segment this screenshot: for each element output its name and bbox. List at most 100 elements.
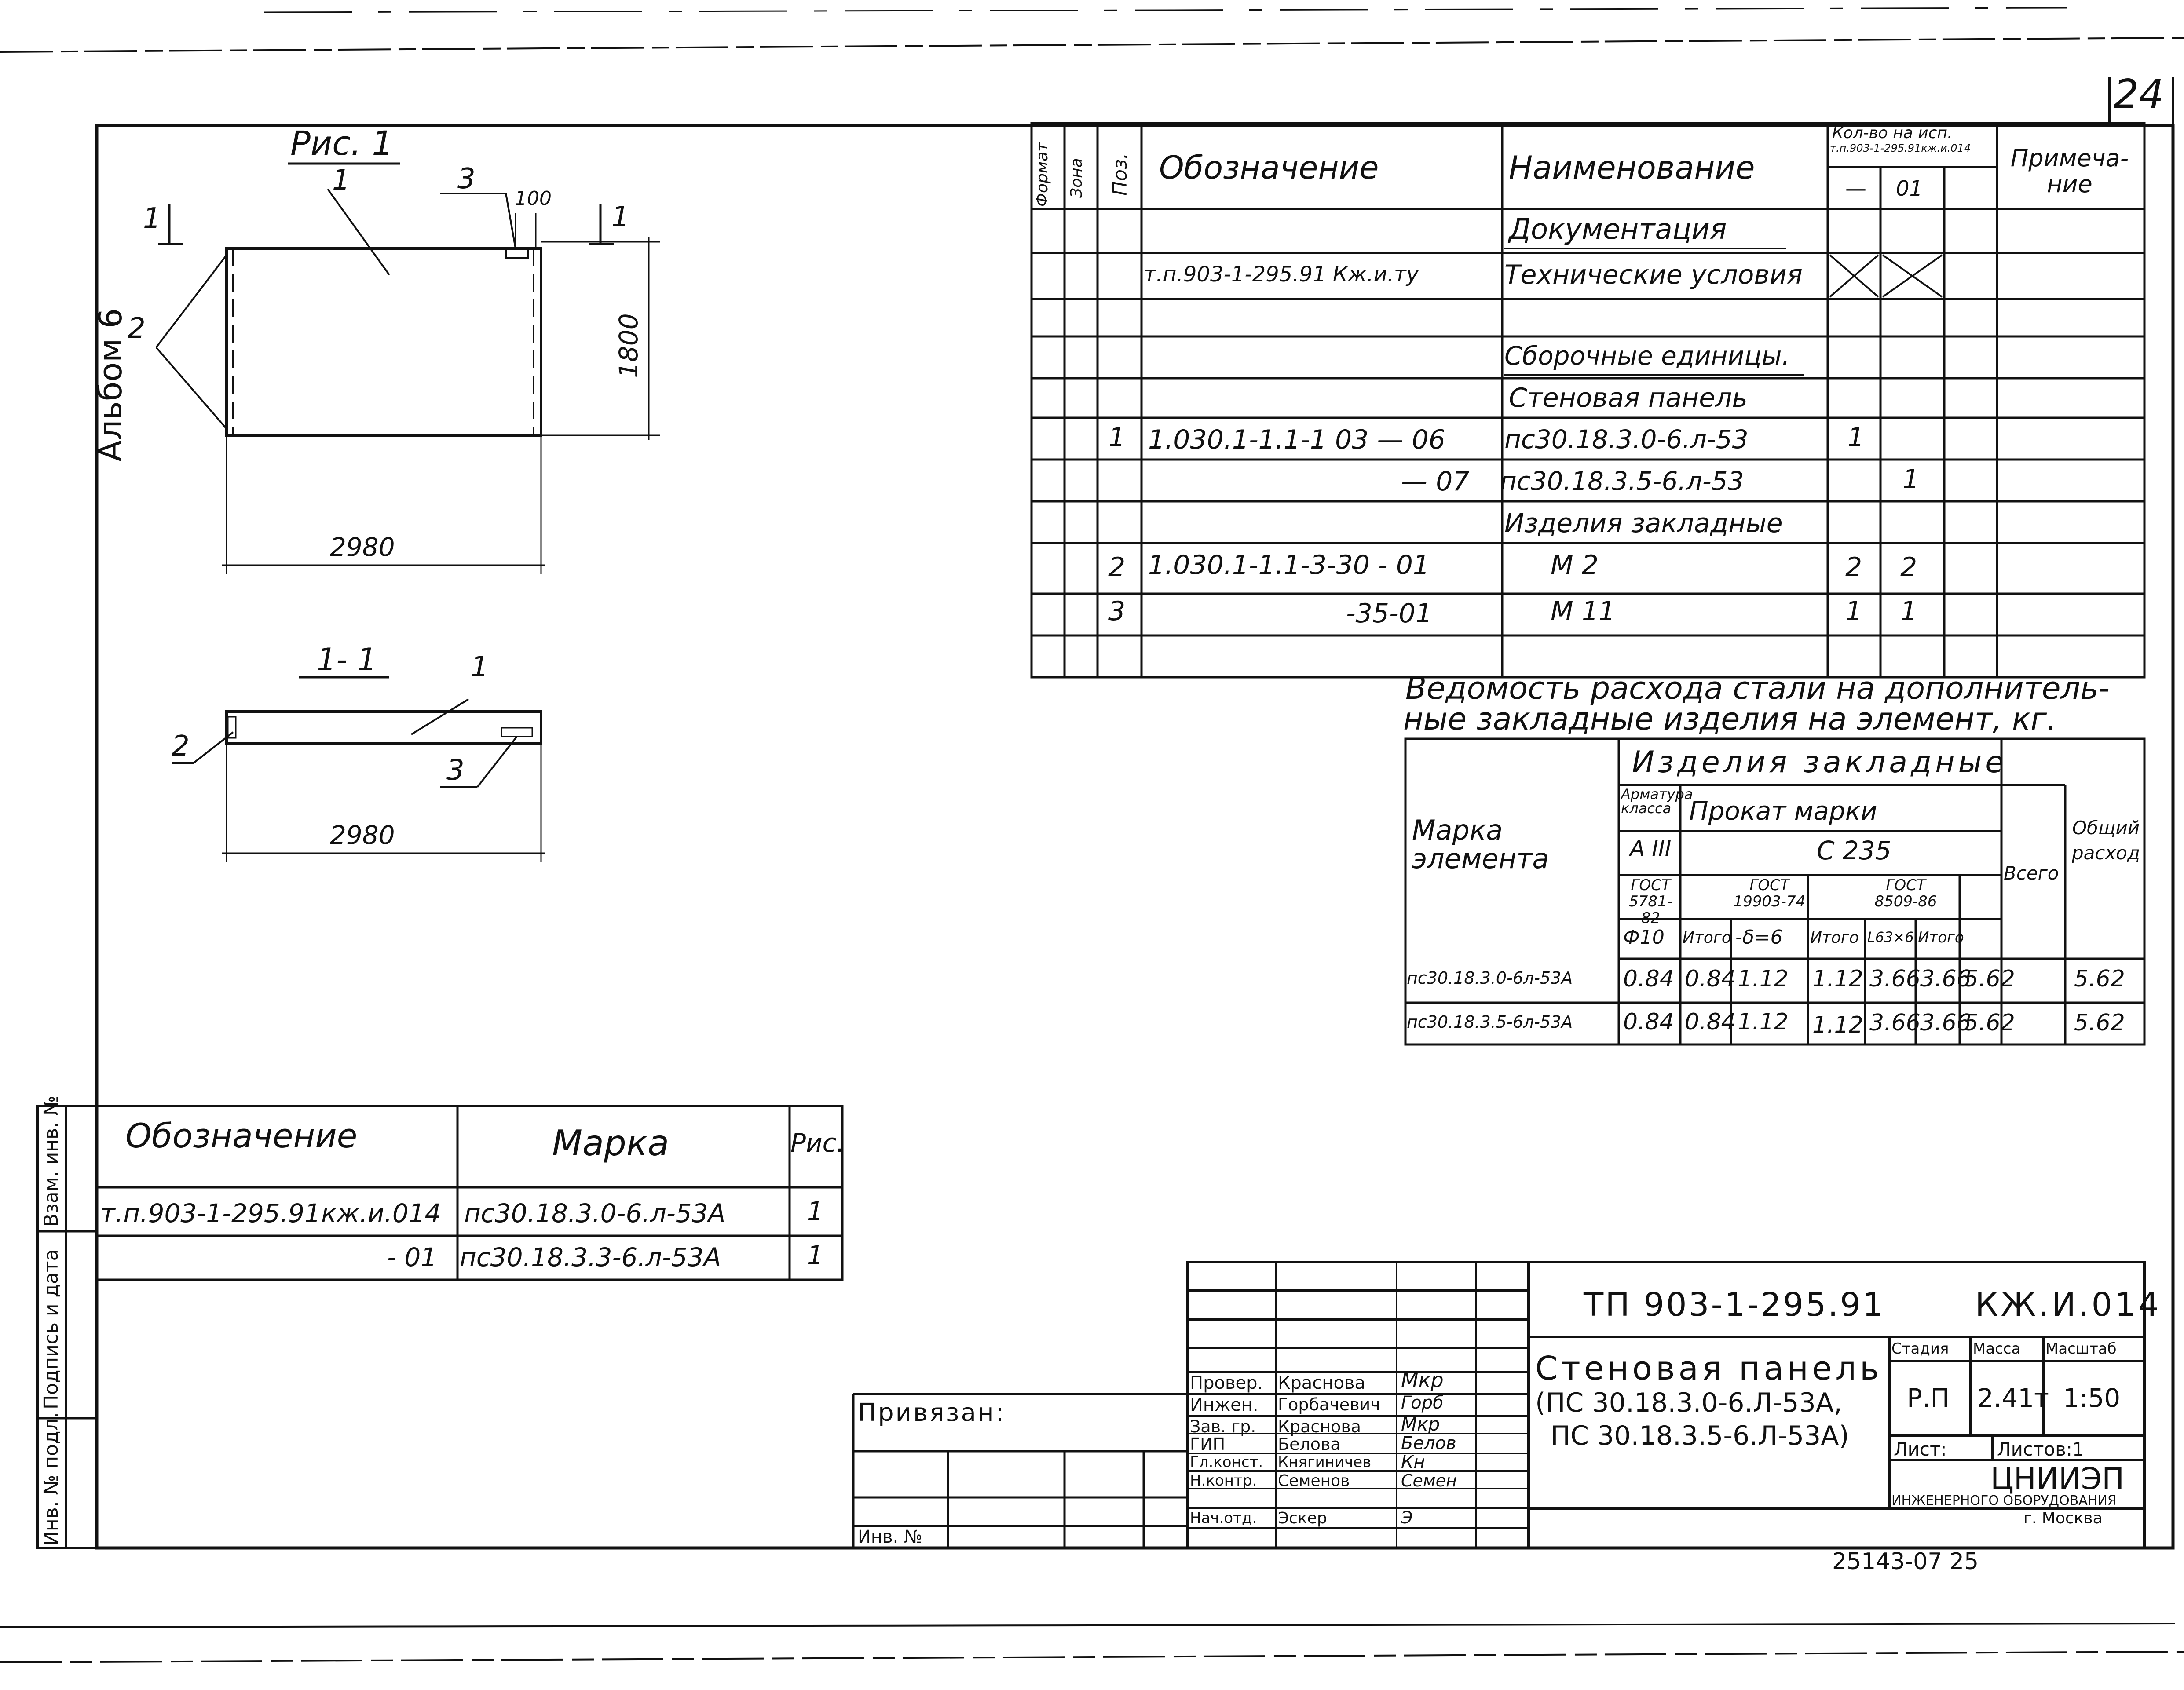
steel-cell: 1.12 bbox=[1738, 1009, 1789, 1035]
spec-row-designation: — 07 bbox=[1401, 466, 1470, 497]
spec-row-qty: 1 bbox=[1902, 464, 1920, 495]
steel-cell: 0.84 bbox=[1623, 966, 1674, 992]
spec-row-qty: 2 bbox=[1845, 552, 1862, 583]
steel-header-rolled: Прокат марки bbox=[1689, 796, 1877, 826]
steel-cell: 3.66 bbox=[1920, 966, 1971, 992]
pos-label: 3 bbox=[446, 754, 465, 787]
stage-value: Р.П bbox=[1907, 1383, 1950, 1413]
bottom-edge-line-2 bbox=[0, 1623, 2176, 1628]
mark-row-designation: т.п.903-1-295.91 bbox=[100, 1198, 321, 1228]
spec-row-qty: 1 bbox=[1847, 422, 1865, 453]
steel-sub-header: -δ=6 bbox=[1735, 926, 1783, 949]
mark-table-grid bbox=[95, 1105, 844, 1281]
steel-cell: 5.62 bbox=[2074, 1010, 2125, 1036]
spec-row-name: Сборочные единицы. bbox=[1504, 341, 1790, 371]
spec-row-name: Документация bbox=[1509, 213, 1727, 246]
stage-label: Стадия bbox=[1891, 1340, 1949, 1358]
subtitle: (ПС 30.18.3.0-6.Л-53А, bbox=[1535, 1387, 1842, 1418]
steel-header-mark: Марка элемента bbox=[1412, 814, 1549, 875]
pos-label: 3 bbox=[457, 163, 476, 195]
mark-header-fig: Рис. bbox=[790, 1128, 845, 1158]
spec-row-qty: 1 bbox=[1900, 596, 1917, 627]
role-label: Провер. bbox=[1190, 1373, 1263, 1393]
steel-header-total: Всего bbox=[2004, 862, 2059, 884]
steel-header-items: Изделия закладные bbox=[1632, 745, 2008, 780]
title: Стеновая панель bbox=[1535, 1350, 1883, 1387]
pos-label: 1 bbox=[332, 164, 350, 197]
col-header-note: Примеча-ние bbox=[2010, 144, 2129, 198]
subtitle: ПС 30.18.3.5-6.Л-53А) bbox=[1551, 1420, 1849, 1451]
org-name: ИНЖЕНЕРНОГО ОБОРУДОВАНИЯ bbox=[1891, 1493, 2117, 1508]
role-sign: Э bbox=[1401, 1508, 1413, 1527]
steel-header-gost2: ГОСТ 19903-74 bbox=[1733, 876, 1806, 911]
mark-row-fig: 1 bbox=[807, 1240, 823, 1270]
spec-row-name: Стеновая панель bbox=[1509, 383, 1748, 413]
spec-row-name: пс30.18.3.5-6.л-53 bbox=[1500, 466, 1744, 496]
title-block-grid bbox=[1186, 1261, 2146, 1549]
side-stamp-label: Взам. инв. № bbox=[40, 1095, 62, 1227]
mark-row-fig: 1 bbox=[807, 1196, 823, 1226]
col-header-format: Формат bbox=[1033, 142, 1051, 207]
steel-header-c235: С 235 bbox=[1817, 836, 1891, 865]
role-sign: Семен bbox=[1401, 1471, 1457, 1490]
role-label: Гл.конст. bbox=[1190, 1453, 1263, 1471]
role-name: Эскер bbox=[1278, 1509, 1327, 1527]
steel-cell: 0.84 bbox=[1623, 1009, 1674, 1035]
org-city: г. Москва bbox=[2023, 1509, 2103, 1527]
spec-table-grid bbox=[1030, 122, 2146, 679]
role-sign: Кн bbox=[1401, 1452, 1425, 1472]
role-name: Семенов bbox=[1278, 1472, 1350, 1490]
role-name: Краснова bbox=[1278, 1417, 1361, 1436]
spec-row-name: пс30.18.3.0-6.л-53 bbox=[1504, 424, 1749, 454]
steel-sub-header: Итого bbox=[1810, 929, 1859, 947]
mark-row-suffix: кж.и.014 bbox=[321, 1198, 441, 1228]
doc-code: КЖ.И.014 bbox=[1975, 1286, 2162, 1324]
steel-cell: 0.84 bbox=[1685, 966, 1736, 992]
sheets-label: Листов:1 bbox=[1997, 1438, 2084, 1460]
steel-cell: 5.62 bbox=[1964, 966, 2015, 992]
steel-cell: 5.62 bbox=[1964, 1010, 2015, 1036]
doc-number: ТП 903-1-295.91 bbox=[1584, 1286, 1885, 1324]
mass-value: 2.41т bbox=[1977, 1383, 2049, 1413]
col-header-designation: Обозначение bbox=[1159, 149, 1379, 186]
role-sign: Белов bbox=[1401, 1433, 1456, 1453]
steel-cell: 1.12 bbox=[1812, 966, 1863, 992]
pos-label: 1 bbox=[471, 651, 489, 683]
steel-sub-header: L63×6 bbox=[1867, 929, 1914, 945]
spec-row-designation: т.п.903-1-295.91 Кж.и.ту bbox=[1144, 262, 1419, 287]
role-sign: Горб bbox=[1401, 1393, 1444, 1413]
figure1-title: Рис. 1 bbox=[290, 124, 393, 163]
org-name: ЦНИИЭП bbox=[1990, 1462, 2125, 1497]
role-name: Краснова bbox=[1278, 1373, 1366, 1393]
scale-label: Масштаб bbox=[2045, 1340, 2117, 1358]
spec-row-pos: 3 bbox=[1108, 596, 1126, 627]
mark-header-mark: Марка bbox=[552, 1123, 669, 1164]
role-label: Нач.отд. bbox=[1190, 1509, 1257, 1527]
steel-sub-header: Итого bbox=[1683, 929, 1731, 947]
spec-row-designation: 1.030.1-1.1-1 03 — 06 bbox=[1148, 424, 1445, 455]
steel-sub-header: Ф10 bbox=[1623, 926, 1665, 949]
linked-label: Привязан: bbox=[858, 1398, 1006, 1427]
side-stamp-label: Подпись и дата bbox=[40, 1249, 62, 1409]
role-name: Горбачевич bbox=[1278, 1395, 1380, 1414]
spec-row-name: М 2 bbox=[1551, 550, 1599, 580]
page-number: 24 bbox=[2114, 71, 2164, 117]
role-name: Белова bbox=[1278, 1434, 1341, 1454]
col-header-qty: Кол-во на исп. bbox=[1832, 124, 1953, 142]
col-header-pos: Поз. bbox=[1109, 153, 1131, 196]
mark-row-mark: пс30.18.3.0-6.л-53А bbox=[464, 1198, 726, 1228]
col-header-qty-1: — bbox=[1845, 176, 1866, 201]
steel-sub-header: Итого bbox=[1918, 929, 1964, 946]
spec-row-name: Изделия закладные bbox=[1504, 508, 1783, 539]
cut-label: 1 bbox=[611, 201, 629, 234]
scale-value: 1:50 bbox=[2063, 1383, 2121, 1413]
steel-cell: 0.84 bbox=[1685, 1009, 1736, 1035]
pos-label: 2 bbox=[128, 312, 146, 345]
steel-header-a3: А III bbox=[1630, 836, 1672, 861]
dim-label: 2980 bbox=[330, 820, 395, 850]
spec-row-designation: -35-01 bbox=[1346, 598, 1432, 629]
role-label: Инжен. bbox=[1190, 1395, 1258, 1415]
dim-label: 100 bbox=[515, 187, 552, 210]
spec-row-designation: 1.030.1-1.1-3-30 - 01 bbox=[1148, 550, 1430, 580]
